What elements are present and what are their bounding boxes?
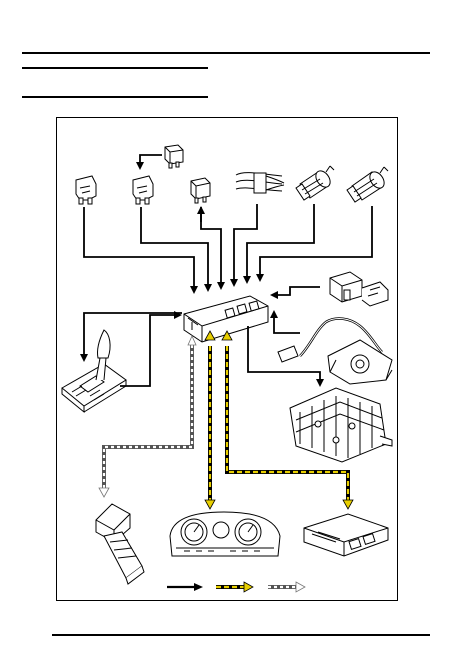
wiring-harness-icon (235, 172, 285, 194)
header-rule-subsection (22, 96, 208, 98)
relay-2-icon (190, 177, 211, 204)
sensor-input-arrow (270, 310, 300, 334)
diagram-frame (56, 117, 398, 601)
selector-to-module-arrow (120, 311, 182, 387)
can-arrow-down-1 (204, 499, 216, 510)
can-arrow-down-2 (342, 499, 354, 510)
diagnostic-arrow-head-up (187, 335, 197, 346)
relay-1-icon (164, 144, 184, 169)
solenoid-2-icon (346, 166, 389, 203)
header-rule-section (22, 67, 208, 69)
valve-body-output-arrow (247, 326, 324, 387)
switch-input-arrow (270, 286, 320, 299)
legend (167, 581, 306, 593)
position-sensor-icon (277, 317, 393, 385)
header-rule-top (22, 52, 430, 54)
gear-selector-icon (61, 329, 127, 414)
module-to-selector-arrow (80, 312, 182, 362)
can-arrow-up-1 (204, 330, 216, 341)
diagnostic-bus-line (102, 345, 194, 488)
valve-body-icon (289, 387, 393, 463)
can-arrow-up-2 (221, 330, 233, 341)
relay-to-fuse-arrow (136, 154, 162, 170)
diagnostic-socket-icon (95, 503, 145, 585)
legend-diagnostic (268, 581, 306, 593)
hardwired-inputs (83, 204, 373, 294)
solenoid-1-icon (295, 165, 335, 201)
fuse-1-icon (75, 175, 97, 205)
fuse-2-icon (132, 175, 154, 205)
instrument-cluster-icon (169, 511, 281, 557)
control-module-icon (183, 295, 269, 343)
switch-pack-icon (329, 271, 389, 307)
engine-ecu-icon (303, 513, 389, 557)
can-bus-lines (208, 346, 350, 500)
footer-rule (52, 634, 430, 636)
legend-hardwired (167, 583, 203, 591)
diagnostic-arrow-head (98, 487, 110, 498)
legend-can-bus (216, 581, 254, 593)
